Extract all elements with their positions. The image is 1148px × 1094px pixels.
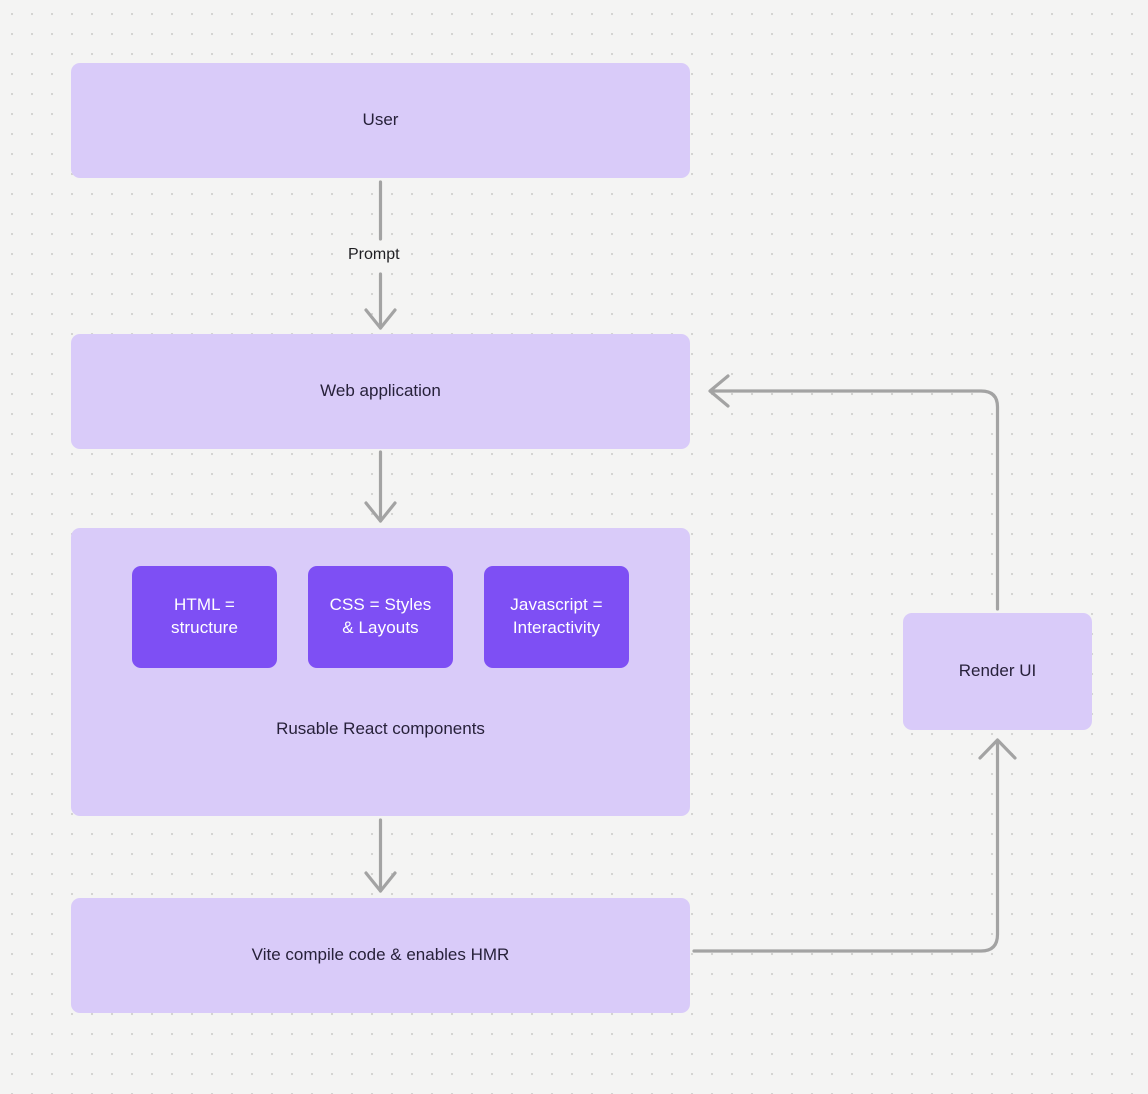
node-web-application[interactable]: Web application (71, 334, 690, 449)
node-user-label: User (362, 110, 399, 130)
arrowhead-prompt-to-webapp (364, 308, 397, 330)
node-user[interactable]: User (71, 63, 690, 178)
arrowhead-render-to-webapp (708, 374, 730, 408)
node-css-styles-layouts-label: CSS = Styles & Layouts (329, 595, 432, 637)
node-reusable-react-components[interactable]: HTML = structure CSS = Styles & Layouts … (71, 528, 690, 816)
node-css-styles-layouts[interactable]: CSS = Styles & Layouts (308, 566, 453, 668)
node-reusable-react-components-caption: Rusable React components (276, 719, 485, 738)
node-render-ui-label: Render UI (958, 661, 1037, 681)
arrowhead-components-to-vite (364, 871, 397, 893)
edge-label-prompt: Prompt (348, 246, 400, 263)
node-javascript-interactivity-label: Javascript = Interactivity (510, 595, 603, 637)
arrowhead-webapp-to-components (364, 501, 397, 523)
node-vite-compile[interactable]: Vite compile code & enables HMR (71, 898, 690, 1013)
inner-node-row: HTML = structure CSS = Styles & Layouts … (71, 566, 690, 668)
edge-vite-to-render (692, 740, 1000, 953)
node-html-structure[interactable]: HTML = structure (132, 566, 277, 668)
node-web-application-label: Web application (320, 381, 441, 401)
node-render-ui[interactable]: Render UI (903, 613, 1092, 730)
node-vite-compile-label: Vite compile code & enables HMR (251, 945, 510, 965)
arrowhead-vite-to-render (978, 738, 1017, 760)
node-javascript-interactivity[interactable]: Javascript = Interactivity (484, 566, 629, 668)
edge-render-to-webapp (710, 389, 1000, 611)
node-html-structure-label: HTML = structure (170, 595, 239, 637)
